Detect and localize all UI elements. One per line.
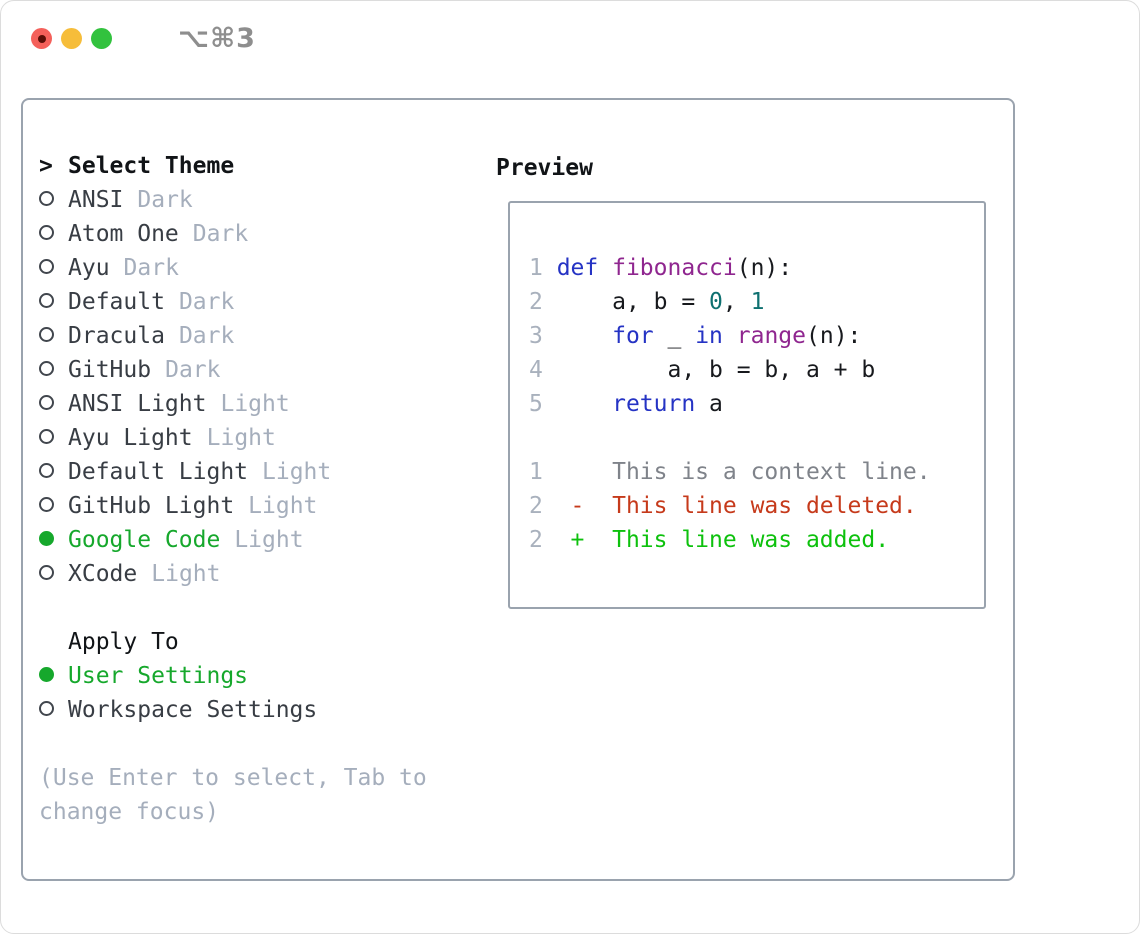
radio-icon (39, 217, 68, 251)
option-label: User Settings (68, 663, 249, 689)
radio-selected-icon (39, 659, 68, 693)
apply-to-header-row: Apply To (39, 625, 427, 659)
preview-code: 1 def fibonacci(n): 2 a, b = 0, 1 3 for _ … (510, 203, 984, 557)
theme-option-ayu[interactable]: Ayu Dark (39, 251, 427, 285)
theme-option-github[interactable]: GitHub Dark (39, 353, 427, 387)
theme-variant: Dark (178, 323, 235, 349)
preview-title: Preview (496, 155, 593, 181)
theme-variant: Light (206, 425, 276, 451)
code-line: 5 return a (529, 391, 723, 417)
theme-variant: Dark (123, 255, 179, 281)
theme-variant: Light (248, 493, 318, 519)
code-line: 1 def fibonacci(n): (529, 255, 793, 281)
code-line (529, 421, 984, 455)
radio-icon (39, 693, 68, 727)
theme-option-ansi[interactable]: ANSI Dark (39, 183, 427, 217)
option-label: Ayu (68, 255, 110, 281)
apply-to-title: Apply To (68, 629, 179, 655)
code-line: 2 + This line was added. (529, 527, 890, 553)
option-label: GitHub Light (68, 493, 235, 519)
theme-option-atom-one[interactable]: Atom One Dark (39, 217, 427, 251)
code-line: 2 - This line was deleted. (529, 493, 917, 519)
apply-option-user-settings[interactable]: User Settings (39, 659, 427, 693)
theme-option-xcode[interactable]: XCode Light (39, 557, 427, 591)
theme-option-github-light[interactable]: GitHub Light Light (39, 489, 427, 523)
theme-option-google-code[interactable]: Google Code Light (39, 523, 427, 557)
theme-variant: Light (220, 391, 290, 417)
code-line: 1 This is a context line. (529, 459, 931, 485)
code-line: 2 a, b = 0, 1 (529, 289, 765, 315)
code-line: 3 for _ in range(n): (529, 323, 862, 349)
option-label: XCode (68, 561, 138, 587)
radio-icon (39, 285, 68, 319)
option-label: Google Code (68, 527, 221, 553)
radio-icon (39, 557, 68, 591)
theme-variant: Dark (192, 221, 249, 247)
theme-option-ayu-light[interactable]: Ayu Light Light (39, 421, 427, 455)
unsaved-dot-icon (37, 34, 46, 43)
select-theme-title: Select Theme (68, 153, 235, 179)
radio-icon (39, 489, 68, 523)
zoom-button[interactable] (91, 28, 112, 49)
spacer (39, 727, 427, 761)
option-label: Ayu Light (68, 425, 193, 451)
option-label: Atom One (68, 221, 179, 247)
theme-variant: Dark (165, 357, 221, 383)
close-button[interactable] (31, 28, 52, 49)
code-line: 4 a, b = b, a + b (529, 357, 876, 383)
theme-variant: Light (262, 459, 332, 485)
radio-selected-icon (39, 523, 68, 557)
radio-icon (39, 319, 68, 353)
option-label: GitHub (68, 357, 152, 383)
radio-icon (39, 455, 68, 489)
theme-option-dracula[interactable]: Dracula Dark (39, 319, 427, 353)
radio-icon (39, 353, 68, 387)
theme-variant: Dark (137, 187, 193, 213)
titlebar: ⌥⌘3 (31, 23, 256, 54)
option-label: Default (68, 289, 165, 315)
radio-icon (39, 183, 68, 217)
window-title: ⌥⌘3 (178, 23, 256, 54)
option-label: Default Light (68, 459, 249, 485)
theme-variant: Dark (178, 289, 235, 315)
option-label: Workspace Settings (68, 697, 318, 723)
theme-variant: Light (151, 561, 221, 587)
radio-icon (39, 421, 68, 455)
radio-icon (39, 251, 68, 285)
theme-option-ansi-light[interactable]: ANSI Light Light (39, 387, 427, 421)
traffic-lights (31, 28, 121, 49)
theme-option-default[interactable]: Default Dark (39, 285, 427, 319)
theme-variant: Light (234, 527, 304, 553)
cursor-indicator: > (39, 153, 53, 179)
minimize-button[interactable] (61, 28, 82, 49)
option-label: Dracula (68, 323, 165, 349)
theme-option-default-light[interactable]: Default Light Light (39, 455, 427, 489)
theme-list-header-row: > Select Theme (39, 149, 427, 183)
option-label: ANSI (68, 187, 124, 213)
option-label: ANSI Light (68, 391, 207, 417)
spacer (39, 591, 427, 625)
radio-icon (39, 387, 68, 421)
hint-line-2: change focus) (39, 799, 220, 825)
preview-pane: 1 def fibonacci(n): 2 a, b = 0, 1 3 for _ … (508, 201, 986, 609)
hint-line-1: (Use Enter to select, Tab to (39, 765, 427, 791)
apply-option-workspace-settings[interactable]: Workspace Settings (39, 693, 427, 727)
